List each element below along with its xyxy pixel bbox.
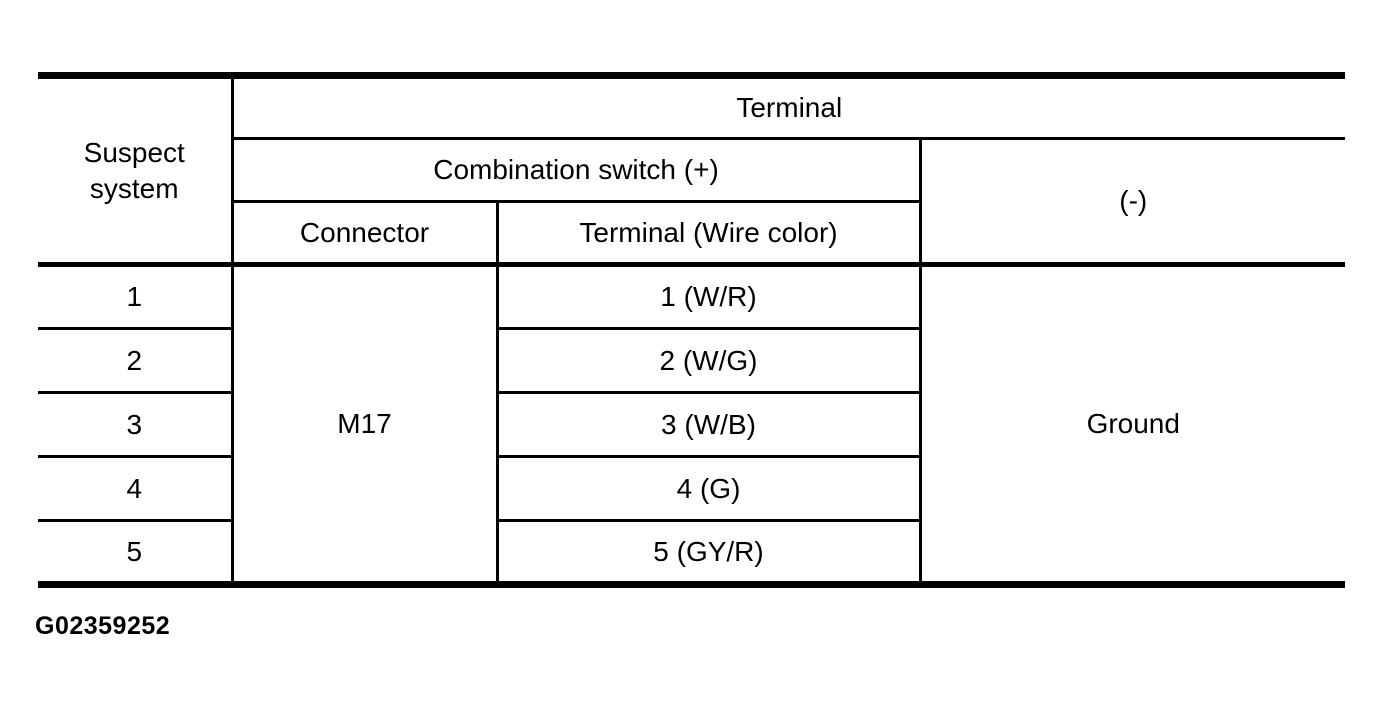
- table-row: 5 5 (GY/R): [38, 519, 1345, 586]
- header-suspect-system: Suspect system: [38, 74, 234, 267]
- terminal-wire-cell: 1 (W/R): [495, 263, 922, 330]
- ground-cell: Ground: [918, 263, 1346, 586]
- connector-cell: M17: [230, 263, 499, 586]
- table-row: 1 M17 1 (W/R) Ground: [38, 263, 1346, 586]
- suspect-system-cell: 2: [38, 327, 234, 394]
- terminal-wire-cell: 3 (W/B): [495, 391, 922, 458]
- header-connector: Connector: [230, 200, 499, 267]
- header-combination-switch: Combination switch (+): [230, 137, 922, 203]
- header-row-3: Connector Terminal (Wire color): [38, 200, 1345, 267]
- table-row: 4 4 (G): [38, 455, 1345, 522]
- header-terminal-wire-color: Terminal (Wire color): [495, 200, 922, 267]
- header-row-1: Suspect system Terminal: [38, 74, 1346, 267]
- suspect-system-cell: 4: [38, 455, 234, 522]
- suspect-system-cell: 3: [38, 391, 234, 458]
- header-terminal: Terminal: [230, 74, 1346, 140]
- terminal-wire-cell: 5 (GY/R): [495, 519, 922, 586]
- header-minus: (-): [918, 137, 1346, 267]
- figure-id: G02359252: [35, 612, 171, 640]
- suspect-system-cell: 1: [38, 263, 234, 330]
- header-row-2: Combination switch (+) (-): [38, 137, 1346, 267]
- suspect-system-cell: 5: [38, 519, 234, 586]
- suspect-system-terminal-table: Suspect system Terminal Combination swit…: [38, 72, 1346, 588]
- terminal-table-container: Suspect system Terminal Combination swit…: [38, 72, 1346, 588]
- terminal-wire-cell: 2 (W/G): [495, 327, 922, 394]
- table-row: 3 3 (W/B): [38, 391, 1345, 458]
- terminal-wire-cell: 4 (G): [495, 455, 922, 522]
- table-row: 2 2 (W/G): [38, 327, 1345, 394]
